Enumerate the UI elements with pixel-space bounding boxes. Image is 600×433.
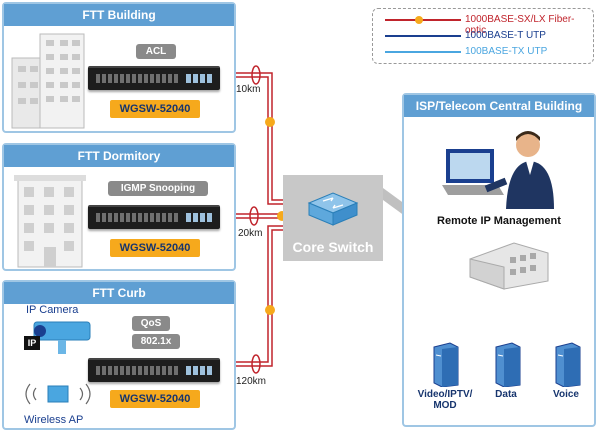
feature-igmp-snooping: IGMP Snooping [108,181,208,196]
feature-acl: ACL [136,44,176,59]
remote-admin-icon [442,131,554,209]
wireless-ap-label: Wireless AP [24,414,84,426]
dormitory-building-icon [14,175,86,268]
panel-title: ISP/Telecom Central Building [404,95,594,117]
fiber-loop-dormitory [249,206,259,226]
panel-ftt-building: FTT Building ACL WGSW-52040 [2,2,236,133]
panel-ftt-curb: FTT Curb IP Camera IP QoS 802.1x Wireles… [2,280,236,430]
switch-building [88,66,220,90]
panel-title: FTT Curb [4,282,234,304]
distance-dormitory: 20km [238,228,263,239]
model-tag-building: WGSW-52040 [110,100,200,118]
feature-802-1x: 802.1x [132,334,180,349]
legend-fiber-marker [415,16,423,24]
ip-camera-label: IP Camera [26,304,79,316]
fiber-marker-3 [265,305,275,315]
ip-camera-icon [33,321,91,354]
remote-ip-management-label: Remote IP Management [437,215,561,227]
core-switch-label: Core Switch [292,239,374,255]
central-office-icon [469,242,549,290]
switch-curb [88,358,220,382]
fiber-loop-curb [251,354,261,374]
legend: 1000BASE-SX/LX Fiber-optic 1000BASE-T UT… [372,8,594,64]
legend-utp1000-label: 1000BASE-T UTP [465,30,546,41]
office-building-icon [11,33,85,129]
model-tag-dormitory: WGSW-52040 [110,239,200,257]
panel-title: FTT Building [4,4,234,26]
server-voice-label: Voice [553,389,579,400]
feature-qos: QoS [132,316,170,331]
legend-lines [385,16,461,53]
panel-isp-central: ISP/Telecom Central Building Remote IP M… [402,93,596,427]
server-voice-icon [555,342,581,387]
switch-dormitory [88,205,220,229]
server-data-icon [495,342,521,387]
fiber-loop-building [251,65,261,85]
distance-building: 10km [236,84,261,95]
panel-title: FTT Dormitory [4,145,234,167]
core-switch: Core Switch [283,175,383,261]
distance-curb: 120km [236,376,267,387]
server-data-label: Data [495,389,517,400]
server-video-label: Video/IPTV/ MOD [417,389,473,411]
legend-utp100-label: 100BASE-TX UTP [465,46,548,57]
core-switch-icon [307,192,359,226]
legend-fiber-label: 1000BASE-SX/LX Fiber-optic [465,14,575,36]
model-tag-curb: WGSW-52040 [110,390,200,408]
server-video-icon [433,342,459,387]
panel-ftt-dormitory: FTT Dormitory IGMP Snooping WGSW-52040 [2,143,236,271]
wireless-ap-icon [25,383,91,405]
fiber-marker-1 [265,117,275,127]
ip-camera-badge: IP [24,336,40,350]
